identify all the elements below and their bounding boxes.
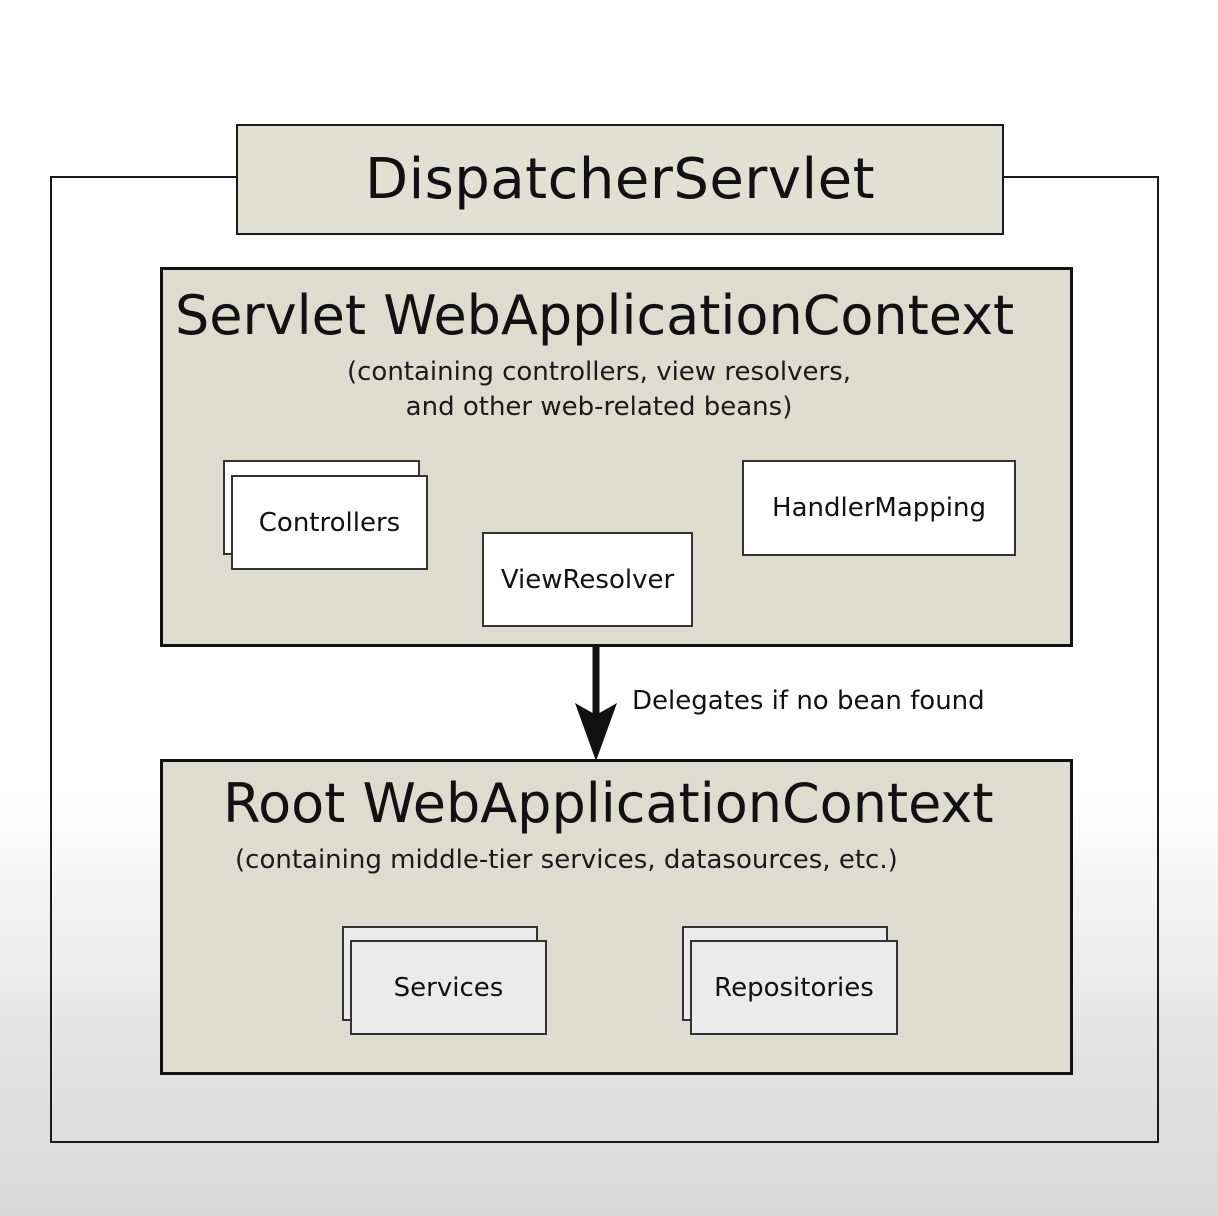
view-resolver-bean: ViewResolver bbox=[482, 532, 693, 627]
root-context-title: Root WebApplicationContext bbox=[223, 772, 994, 835]
delegation-label: Delegates if no bean found bbox=[632, 686, 985, 716]
services-bean: Services bbox=[350, 940, 547, 1035]
dispatcher-servlet-box: DispatcherServlet bbox=[236, 124, 1004, 235]
servlet-context-subtitle-line2: and other web-related beans) bbox=[405, 392, 793, 422]
repositories-bean: Repositories bbox=[690, 940, 898, 1035]
servlet-context-title: Servlet WebApplicationContext bbox=[175, 284, 1015, 347]
servlet-context-subtitle-line1: (containing controllers, view resolvers, bbox=[346, 357, 852, 387]
handler-mapping-bean: HandlerMapping bbox=[742, 460, 1016, 556]
controllers-bean: Controllers bbox=[231, 475, 428, 570]
cropped-heading bbox=[360, 0, 920, 10]
delegation-arrow bbox=[575, 645, 617, 761]
root-web-application-context: Root WebApplicationContext (containing m… bbox=[160, 759, 1073, 1075]
root-context-subtitle: (containing middle-tier services, dataso… bbox=[235, 845, 898, 875]
dispatcher-servlet-label: DispatcherServlet bbox=[364, 147, 876, 212]
